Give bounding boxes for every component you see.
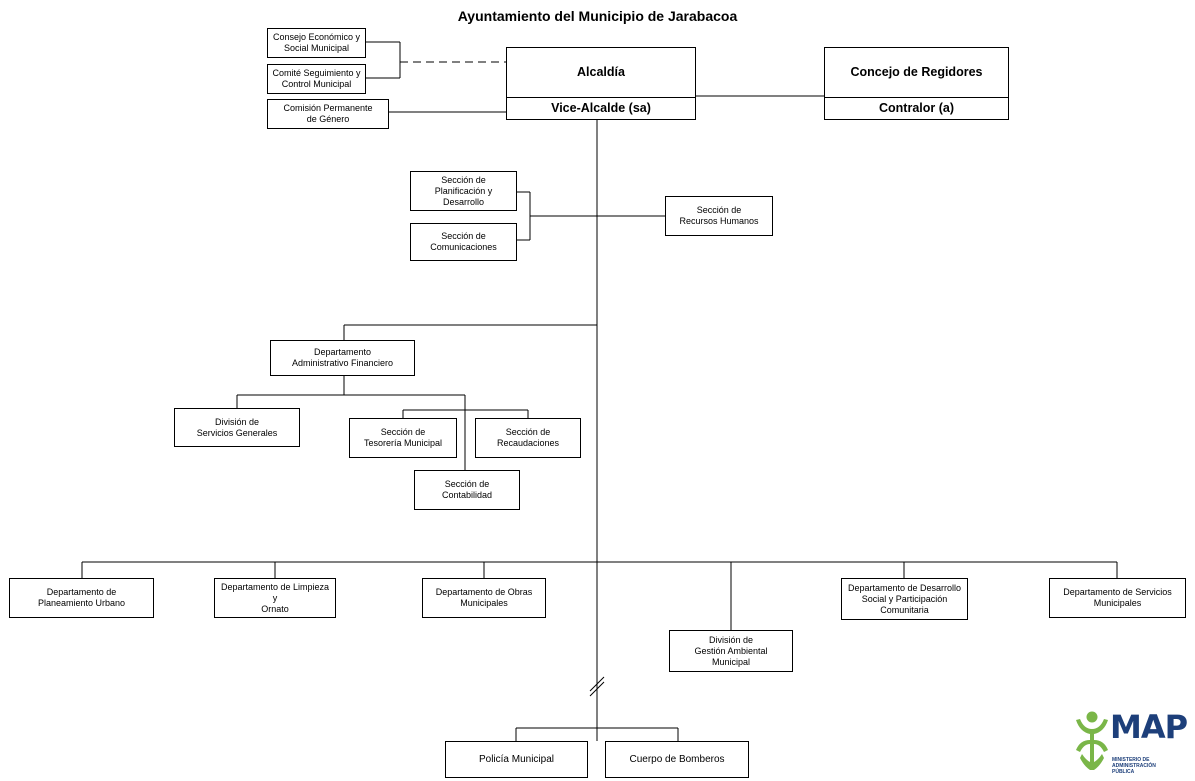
departamento-label: Departamento de Planeamiento Urbano: [37, 587, 126, 608]
seccion-recaudaciones-box: Sección de Recaudaciones: [475, 418, 581, 458]
departamento-limpieza-box: Departamento de Limpieza y Ornato: [214, 578, 336, 618]
logo-subtext: MINISTERIO DE ADMINISTRACIÓN PÚBLICA: [1112, 757, 1156, 775]
departamento-servicios-municipales-box: Departamento de Servicios Municipales: [1049, 578, 1186, 618]
departamento-planeamiento-box: Departamento de Planeamiento Urbano: [9, 578, 154, 618]
map-figure-icon: [1076, 711, 1108, 770]
council-label: Comisión Permanente de Género: [283, 103, 373, 124]
seccion-tesoreria-box: Sección de Tesorería Municipal: [349, 418, 457, 458]
chart-title: Ayuntamiento del Municipio de Jarabacoa: [457, 8, 738, 24]
vice-alcalde-label: Vice-Alcalde (sa): [507, 97, 695, 119]
council-box-genero: Comisión Permanente de Género: [267, 99, 389, 129]
map-logo: MAP MINISTERIO DE ADMINISTRACIÓN PÚBLICA: [1072, 710, 1188, 780]
division-label: División de Gestión Ambiental Municipal: [694, 634, 768, 667]
policia-municipal-box: Policía Municipal: [445, 741, 588, 778]
contralor-label: Contralor (a): [825, 97, 1008, 119]
departamento-label: Departamento de Limpieza y Ornato: [220, 581, 330, 614]
departamento-label: Departamento de Obras Municipales: [435, 587, 533, 608]
departamento-obras-box: Departamento de Obras Municipales: [422, 578, 546, 618]
concejo-box: Concejo de Regidores Contralor (a): [824, 47, 1009, 120]
division-servicios-generales-box: División de Servicios Generales: [174, 408, 300, 447]
seccion-label: Sección de Recursos Humanos: [679, 205, 759, 226]
bottom-label: Cuerpo de Bomberos: [629, 754, 725, 765]
council-label: Consejo Económico y Social Municipal: [272, 32, 361, 53]
departamento-label: Departamento de Servicios Municipales: [1063, 587, 1172, 608]
seccion-comunicaciones-box: Sección de Comunicaciones: [410, 223, 517, 261]
departamento-label: Departamento de Desarrollo Social y Part…: [847, 582, 962, 615]
departamento-label: Departamento Administrativo Financiero: [291, 347, 394, 368]
seccion-recursos-humanos-box: Sección de Recursos Humanos: [665, 196, 773, 236]
seccion-label: Sección de Contabilidad: [441, 479, 493, 500]
seccion-label: Sección de Tesorería Municipal: [363, 427, 443, 448]
seccion-label: Sección de Planificación y Desarrollo: [434, 174, 493, 207]
division-label: División de Servicios Generales: [196, 416, 278, 438]
cuerpo-bomberos-box: Cuerpo de Bomberos: [605, 741, 749, 778]
concejo-label: Concejo de Regidores: [850, 65, 983, 79]
alcaldia-label: Alcaldía: [577, 65, 625, 79]
seccion-label: Sección de Comunicaciones: [430, 231, 497, 252]
seccion-planificacion-box: Sección de Planificación y Desarrollo: [410, 171, 517, 211]
alcaldia-box: Alcaldía Vice-Alcalde (sa): [506, 47, 696, 120]
logo-wordmark: MAP: [1110, 708, 1188, 746]
seccion-label: Sección de Recaudaciones: [496, 427, 560, 448]
departamento-desarrollo-social-box: Departamento de Desarrollo Social y Part…: [841, 578, 968, 620]
council-box-seguimiento: Comité Seguimiento y Control Municipal: [267, 64, 366, 94]
division-gestion-ambiental-box: División de Gestión Ambiental Municipal: [669, 630, 793, 672]
departamento-financiero-box: Departamento Administrativo Financiero: [270, 340, 415, 376]
bottom-label: Policía Municipal: [478, 754, 555, 765]
council-box-economico: Consejo Económico y Social Municipal: [267, 28, 366, 58]
council-label: Comité Seguimiento y Control Municipal: [272, 68, 361, 89]
seccion-contabilidad-box: Sección de Contabilidad: [414, 470, 520, 510]
